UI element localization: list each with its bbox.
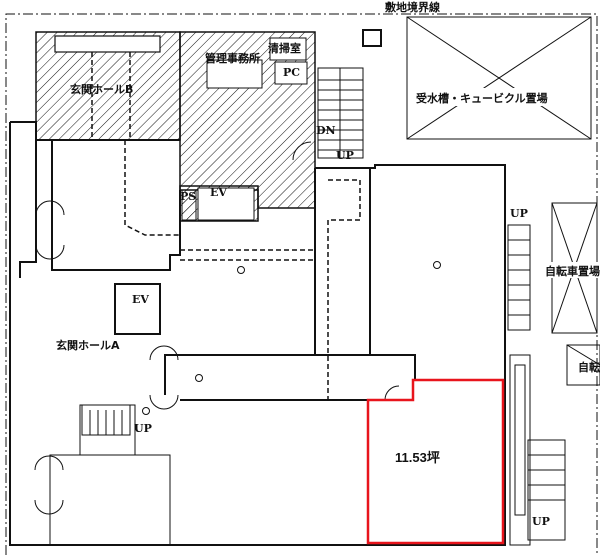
ev-upper-label: EV — [210, 186, 227, 199]
bicycle-parking: 自転車置場 自転 — [543, 202, 600, 386]
management-office-label: 管理事務所 — [205, 51, 260, 65]
unit-area-label: 11.53坪 — [395, 450, 440, 465]
entrance-hall-b-label: 玄関ホールB — [70, 82, 133, 96]
highlighted-unit-outline[interactable] — [366, 378, 505, 545]
up-bottom-right-label: UP — [532, 515, 550, 528]
cleaning-room-label: 清掃室 — [268, 41, 301, 55]
up-right-label: UP — [510, 207, 528, 220]
doors — [34, 141, 400, 515]
top-stairs — [317, 29, 382, 159]
right-stairs — [507, 224, 531, 331]
water-tank-label: 受水槽・キュービクル置場 — [416, 91, 548, 105]
bicycle-parking-2-label: 自転 — [578, 360, 600, 374]
up-top-label: UP — [336, 149, 354, 162]
up-left-label: UP — [134, 422, 152, 435]
site-boundary-label: 敷地境界線 — [385, 0, 440, 14]
dashed-outlines — [91, 52, 361, 401]
left-stairs — [81, 404, 131, 436]
ceiling-markers — [142, 261, 441, 415]
hatched-common-area — [35, 31, 316, 222]
site-boundary-line — [5, 13, 598, 555]
bicycle-parking-label: 自転車置場 — [545, 264, 600, 278]
ps-label: PS — [180, 190, 196, 203]
entrance-hall-a-label: 玄関ホールA — [56, 338, 120, 352]
pc-label: PC — [283, 66, 300, 79]
dn-label: DN — [316, 124, 336, 137]
water-tank-area: 受水槽・キュービクル置場 — [406, 16, 592, 140]
ev-lower-label: EV — [132, 293, 149, 306]
bottom-right-stairs — [527, 439, 566, 541]
